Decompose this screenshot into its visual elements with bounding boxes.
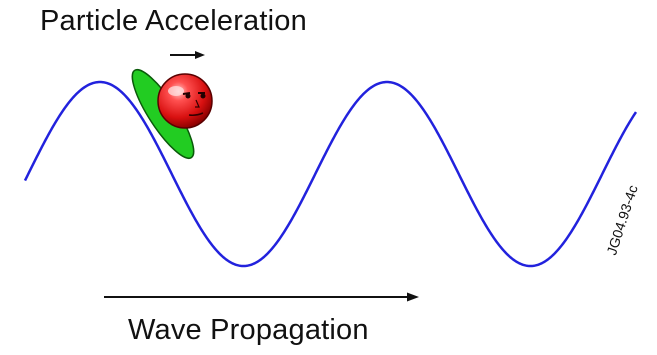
wave-propagation-label: Wave Propagation bbox=[128, 314, 369, 346]
propagation-arrow bbox=[104, 292, 419, 302]
wave-curve bbox=[23, 80, 638, 268]
acceleration-arrow bbox=[170, 51, 205, 59]
particle-acceleration-label: Particle Acceleration bbox=[40, 5, 307, 37]
particle-ball-icon bbox=[157, 73, 213, 129]
